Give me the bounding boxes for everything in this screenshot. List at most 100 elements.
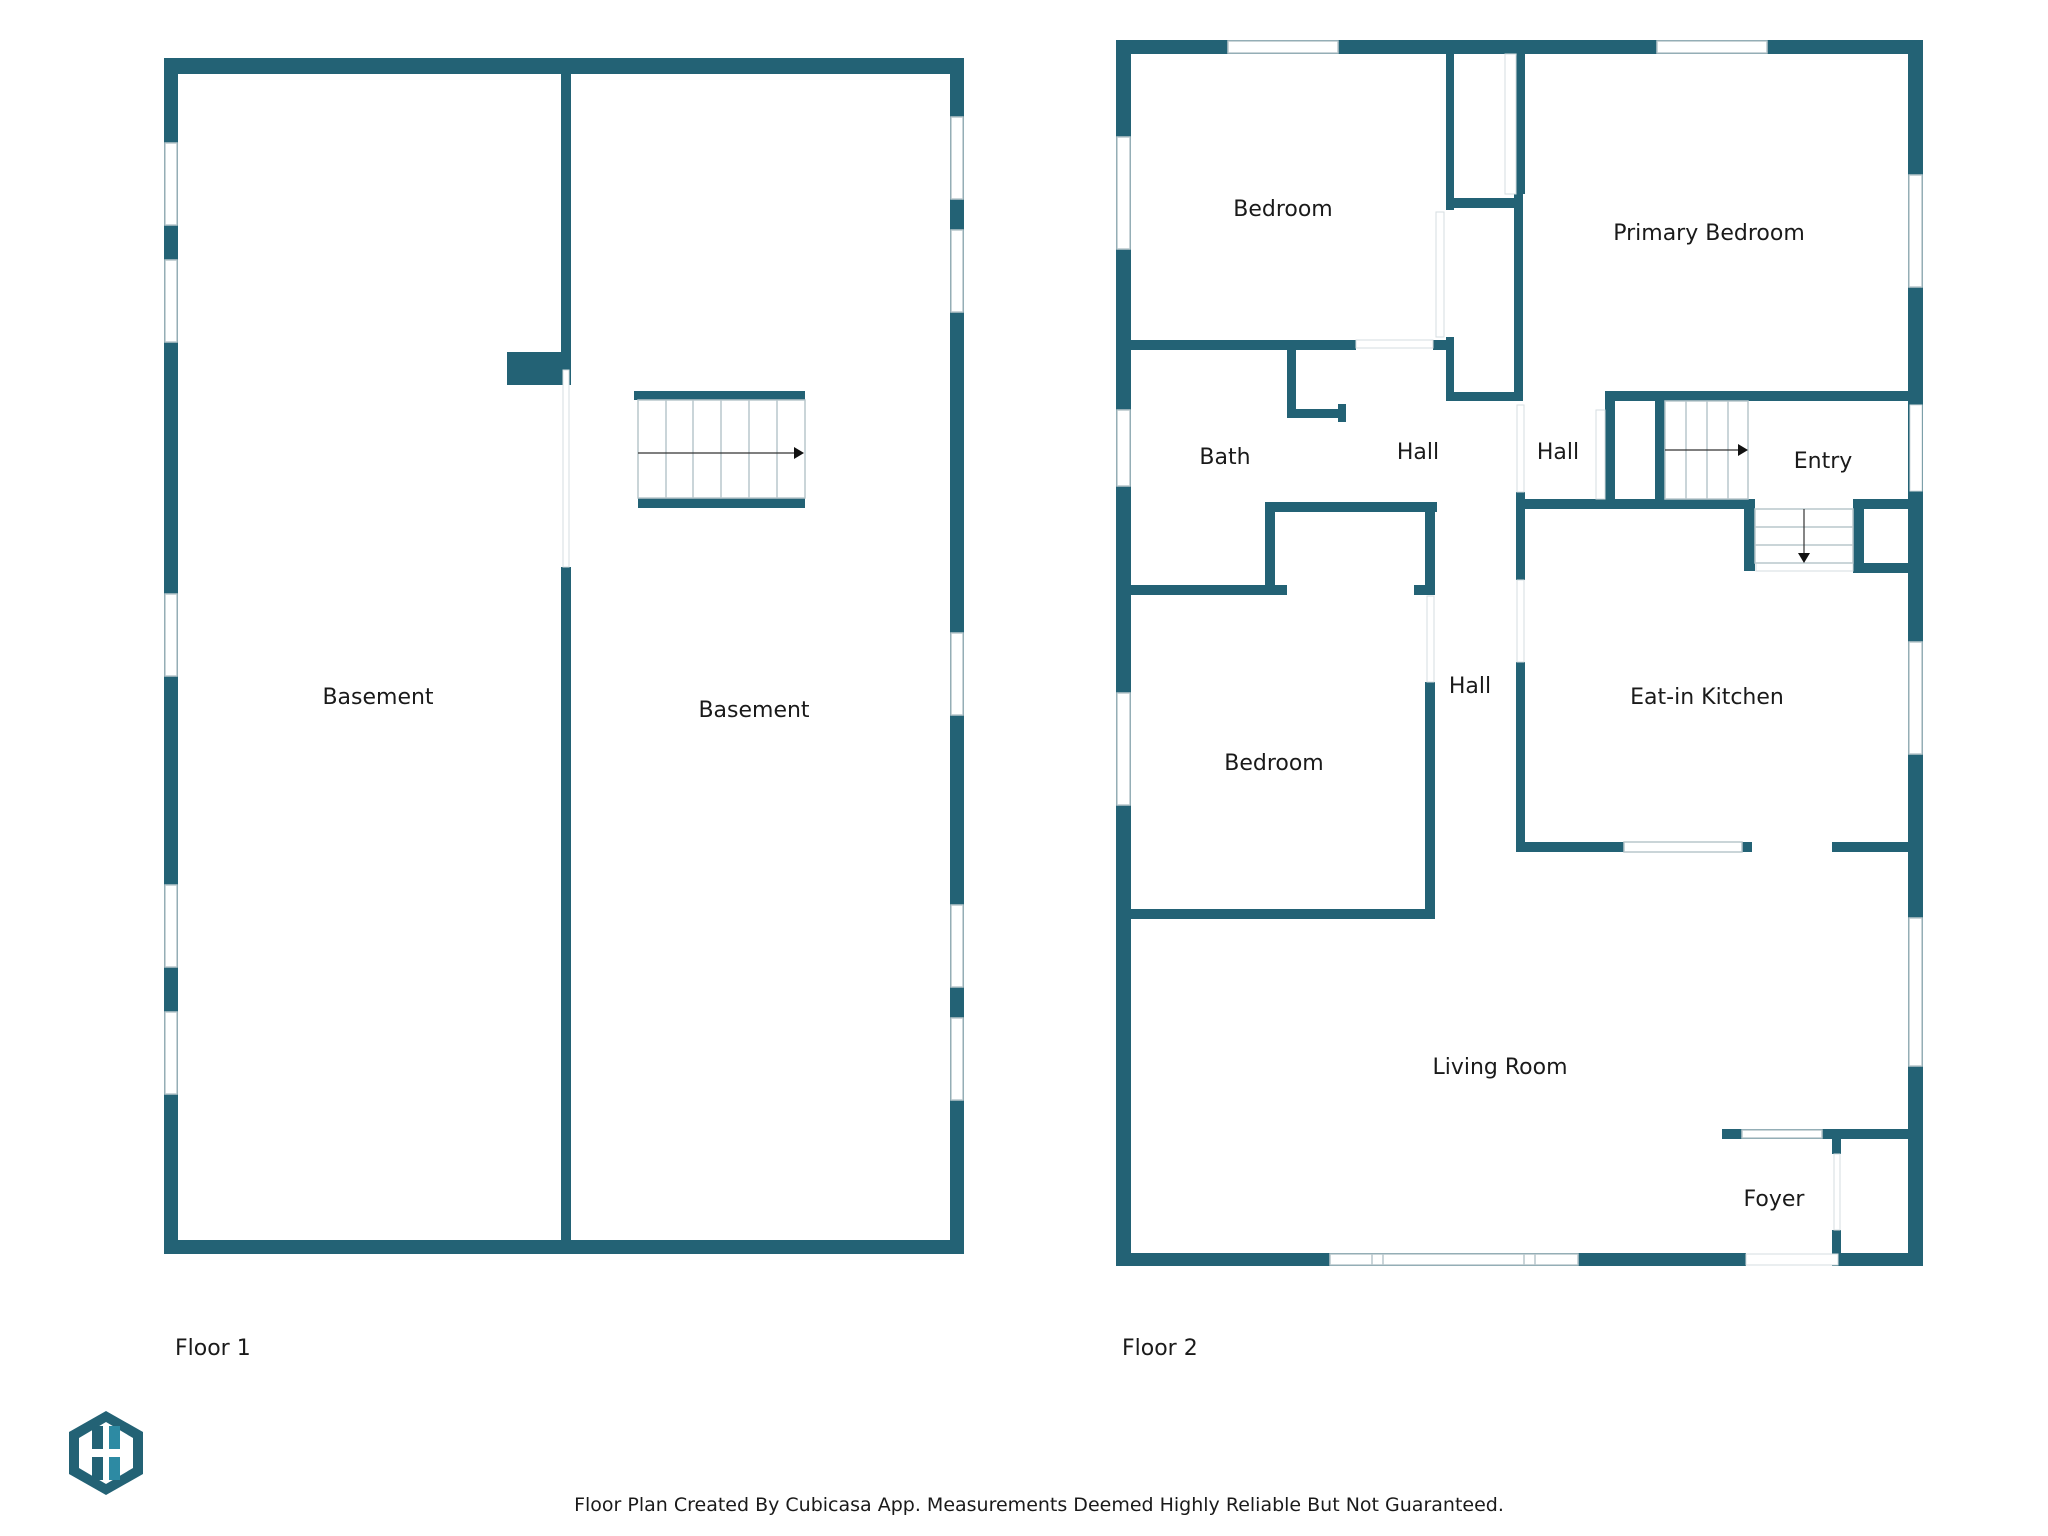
window bbox=[164, 259, 178, 343]
wall bbox=[1605, 391, 1615, 509]
wall bbox=[1425, 502, 1435, 594]
window bbox=[1741, 1129, 1823, 1139]
window bbox=[1116, 409, 1131, 487]
window bbox=[950, 1017, 964, 1101]
room-label-hall-top: Hall bbox=[1397, 440, 1439, 465]
window bbox=[164, 884, 178, 968]
staircase bbox=[637, 399, 806, 499]
wall bbox=[1131, 909, 1435, 919]
wall bbox=[1116, 40, 1131, 1266]
wall bbox=[561, 567, 571, 1247]
window bbox=[164, 593, 178, 677]
wall bbox=[561, 58, 571, 370]
wall bbox=[1338, 404, 1346, 422]
doorway bbox=[1435, 211, 1445, 338]
window bbox=[1656, 40, 1768, 54]
doorway bbox=[1516, 404, 1525, 493]
floor-label-1: Floor 1 bbox=[175, 1336, 251, 1361]
wall bbox=[1514, 190, 1523, 400]
wall bbox=[1853, 563, 1923, 573]
wall bbox=[1433, 340, 1454, 350]
window bbox=[1623, 841, 1743, 853]
doorway bbox=[562, 369, 570, 568]
floor-2-doorways bbox=[1355, 53, 1923, 1266]
wall bbox=[1838, 1253, 1923, 1266]
room-label-bath: Bath bbox=[1199, 445, 1250, 470]
room-label-kitchen: Eat-in Kitchen bbox=[1630, 685, 1784, 710]
room-label-primary-bedroom: Primary Bedroom bbox=[1613, 221, 1805, 246]
stair-arrow-icon bbox=[1798, 553, 1810, 563]
room-label-basement-left: Basement bbox=[322, 685, 433, 710]
window bbox=[164, 142, 178, 226]
room-label-entry: Entry bbox=[1794, 449, 1853, 474]
wall bbox=[1516, 662, 1525, 852]
wall bbox=[1832, 1230, 1841, 1266]
room-label-bedroom-top: Bedroom bbox=[1233, 197, 1333, 222]
staircase bbox=[1664, 400, 1749, 500]
wall bbox=[1857, 499, 1923, 509]
wall bbox=[1425, 682, 1435, 919]
window bbox=[1116, 692, 1131, 806]
wall bbox=[1265, 502, 1275, 594]
wall bbox=[1446, 337, 1454, 401]
window bbox=[950, 229, 964, 313]
wall bbox=[1414, 585, 1435, 595]
cubicasa-logo-icon bbox=[69, 1411, 143, 1495]
doorway bbox=[1426, 595, 1435, 683]
room-label-living-room: Living Room bbox=[1432, 1055, 1567, 1080]
stair-arrow-icon bbox=[1738, 444, 1748, 456]
wall bbox=[1446, 392, 1523, 401]
room-label-hall-mid: Hall bbox=[1537, 440, 1579, 465]
floor-2-windows bbox=[1116, 40, 1923, 1266]
wall bbox=[1655, 391, 1665, 509]
wall bbox=[1287, 350, 1296, 418]
wall bbox=[1853, 499, 1864, 571]
wall bbox=[1832, 1136, 1841, 1154]
room-label-hall-lower: Hall bbox=[1449, 674, 1491, 699]
wall bbox=[1516, 54, 1525, 194]
doorway bbox=[1833, 1153, 1841, 1231]
stair-rail bbox=[638, 498, 805, 508]
wall bbox=[1287, 409, 1341, 418]
wall bbox=[1446, 198, 1522, 208]
wall bbox=[1655, 499, 1755, 509]
window bbox=[950, 116, 964, 200]
column bbox=[507, 352, 571, 385]
doorway bbox=[1595, 409, 1606, 500]
room-label-bedroom-bottom: Bedroom bbox=[1224, 751, 1324, 776]
doorway bbox=[1909, 404, 1923, 492]
floor-1-windows bbox=[164, 116, 964, 1101]
wall bbox=[1516, 492, 1525, 502]
window bbox=[950, 904, 964, 988]
wall bbox=[1446, 54, 1454, 210]
doorway bbox=[1355, 339, 1434, 349]
doorway bbox=[1755, 562, 1854, 572]
room-label-basement-right: Basement bbox=[698, 698, 809, 723]
window bbox=[1908, 174, 1923, 288]
wall bbox=[1265, 502, 1437, 512]
window bbox=[1908, 641, 1923, 755]
doorway bbox=[1516, 579, 1525, 663]
doorway bbox=[1745, 1253, 1839, 1266]
wall bbox=[1131, 585, 1287, 595]
window bbox=[1329, 1253, 1579, 1266]
wall bbox=[1744, 499, 1755, 571]
floor-1-plan bbox=[164, 58, 964, 1254]
doorway bbox=[1504, 53, 1517, 195]
floor-label-2: Floor 2 bbox=[1122, 1336, 1198, 1361]
stair-arrow-icon bbox=[794, 447, 804, 459]
stair-rail bbox=[634, 391, 805, 400]
window bbox=[1227, 40, 1339, 54]
room-label-foyer: Foyer bbox=[1744, 1187, 1806, 1212]
window bbox=[950, 632, 964, 716]
wall bbox=[1516, 500, 1525, 580]
window bbox=[1908, 917, 1923, 1067]
footer-disclaimer: Floor Plan Created By Cubicasa App. Meas… bbox=[574, 1494, 1504, 1516]
wall bbox=[1131, 340, 1356, 350]
wall bbox=[1605, 391, 1923, 401]
window bbox=[1116, 136, 1131, 250]
wall bbox=[1832, 842, 1923, 852]
wall bbox=[1516, 499, 1661, 509]
window bbox=[164, 1011, 178, 1095]
